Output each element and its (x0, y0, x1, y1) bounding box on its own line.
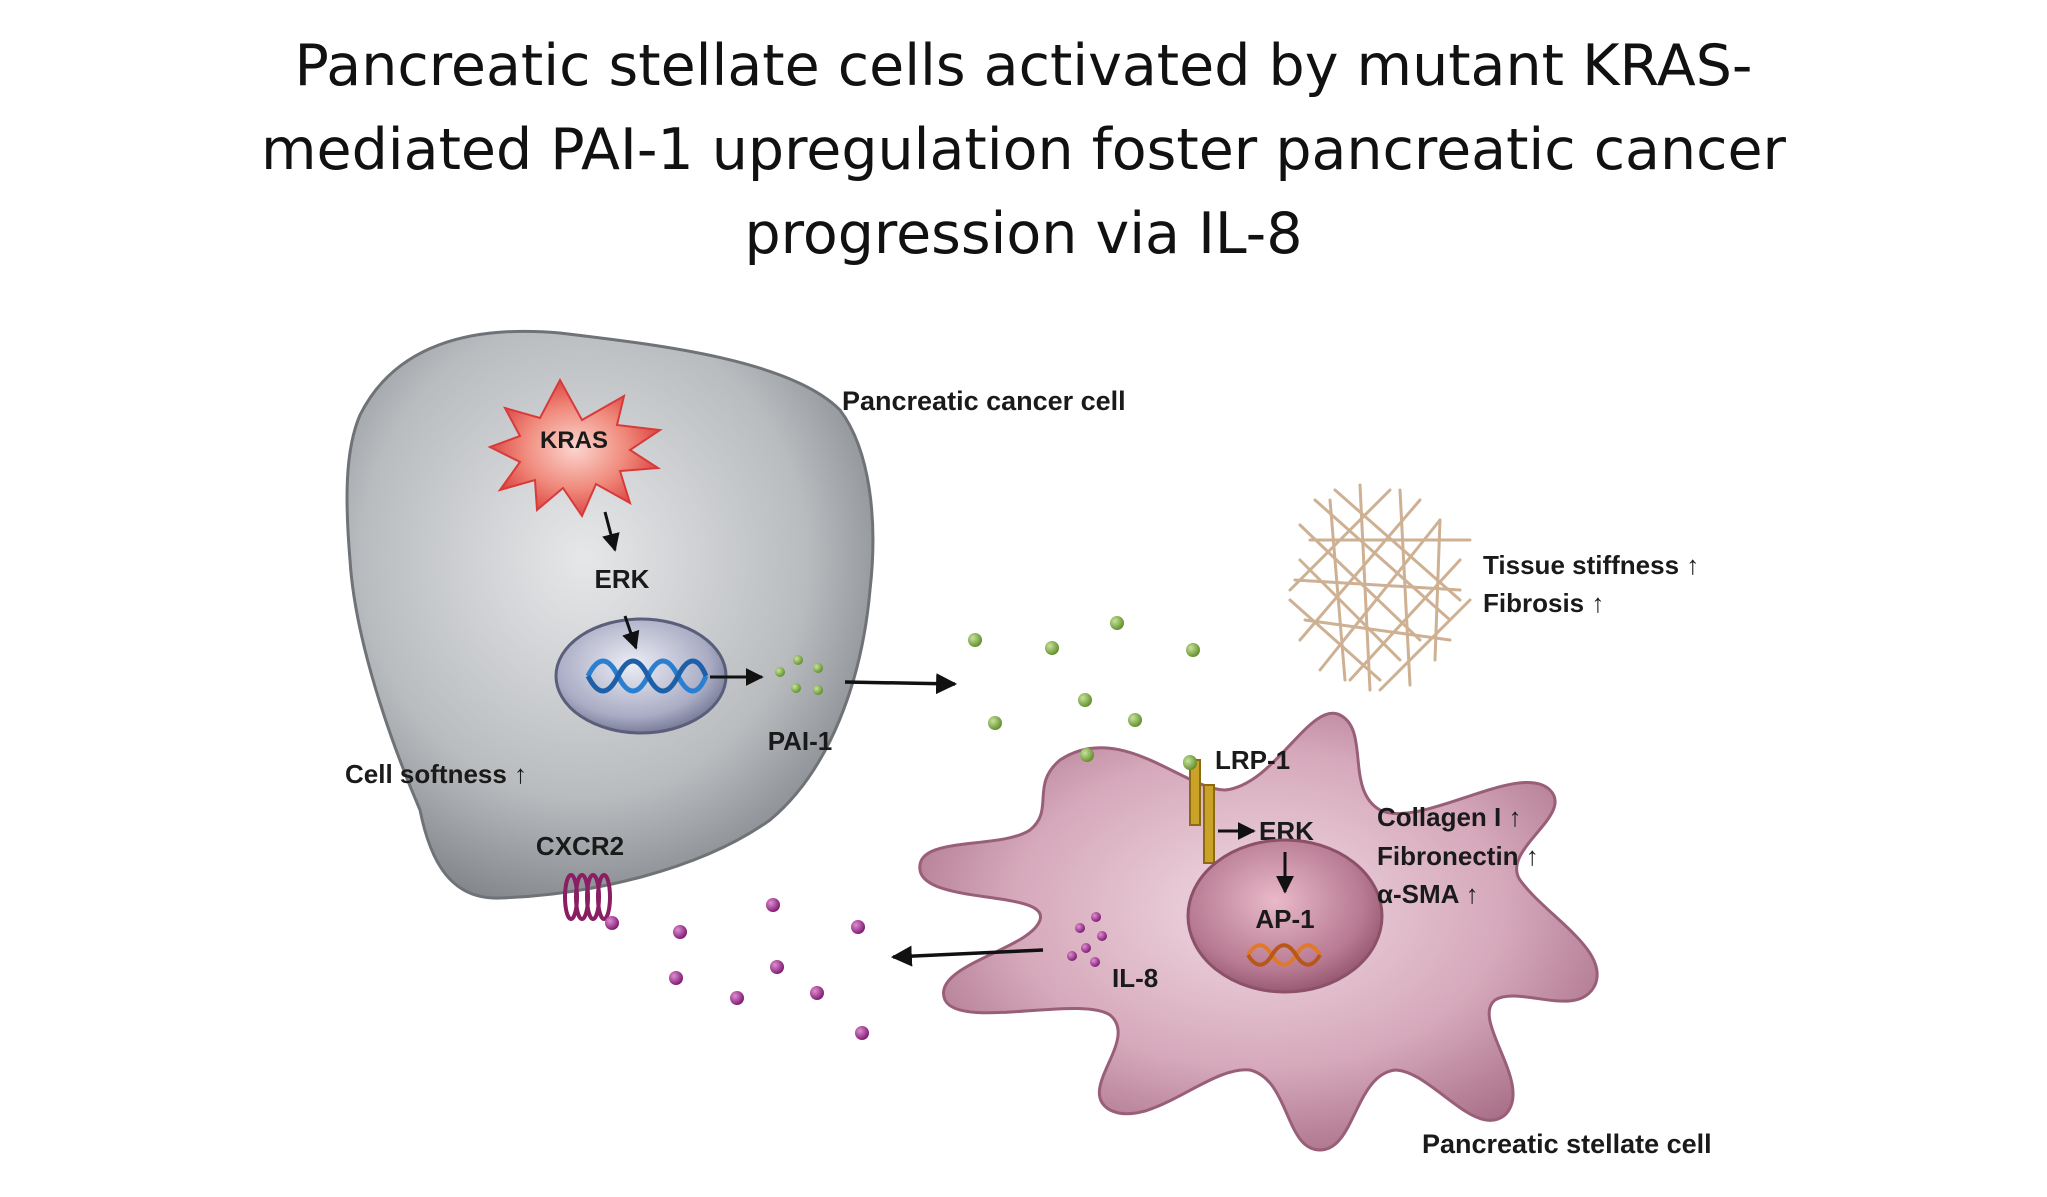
arrow-kras-to-erk (602, 511, 620, 552)
ap1-label: AP-1 (1255, 904, 1314, 934)
asma-label: α-SMA ↑ (1377, 879, 1479, 909)
title-line-3: progression via IL-8 (744, 201, 1303, 267)
pai1-label: PAI-1 (768, 726, 833, 756)
fibrosis-label: Fibrosis ↑ (1483, 588, 1604, 618)
cxcr2-label: CXCR2 (536, 831, 624, 861)
stellate-cell-nucleus (1186, 838, 1384, 994)
kras-label: KRAS (540, 427, 608, 454)
erk-cancer-label: ERK (595, 564, 650, 594)
title-line-2: mediated PAI-1 upregulation foster pancr… (261, 117, 1786, 183)
cxcr2-receptor-icon (563, 873, 612, 921)
fibronectin-label: Fibronectin ↑ (1377, 841, 1539, 871)
cell-softness-label: Cell softness ↑ (345, 759, 527, 789)
kras-mutation-icon (487, 377, 663, 519)
cancer-cell-body (345, 329, 875, 900)
lrp1-label: LRP-1 (1215, 745, 1290, 775)
diagram-title: Pancreatic stellate cells activated by m… (0, 24, 2047, 276)
cancer-cell-label: Pancreatic cancer cell (842, 386, 1126, 416)
il8-dots-intracellular (1067, 912, 1107, 967)
arrow-il8-secretion (890, 945, 1044, 967)
fibrosis-fibers-icon (1288, 483, 1472, 692)
cancer-cell-nucleus (554, 617, 728, 735)
collagen-label: Collagen I ↑ (1377, 802, 1521, 832)
il8-dots-secreted (669, 898, 869, 1040)
arrow-erk-to-nucleus (622, 615, 640, 650)
il8-label: IL-8 (1112, 963, 1158, 993)
stellate-cell-label: Pancreatic stellate cell (1422, 1129, 1712, 1159)
pai1-dots-secreted (968, 616, 1200, 769)
tissue-stiffness-label: Tissue stiffness ↑ (1483, 550, 1699, 580)
dna-helix-icon (585, 658, 709, 694)
il8-bound-dot (605, 916, 619, 930)
pai1-dots-intracellular (775, 655, 823, 695)
ap1-dna-helix-icon (1246, 943, 1322, 967)
title-line-1: Pancreatic stellate cells activated by m… (294, 33, 1753, 99)
arrow-pai1-secretion (844, 673, 958, 695)
pai1-bound-dot (1183, 756, 1197, 770)
